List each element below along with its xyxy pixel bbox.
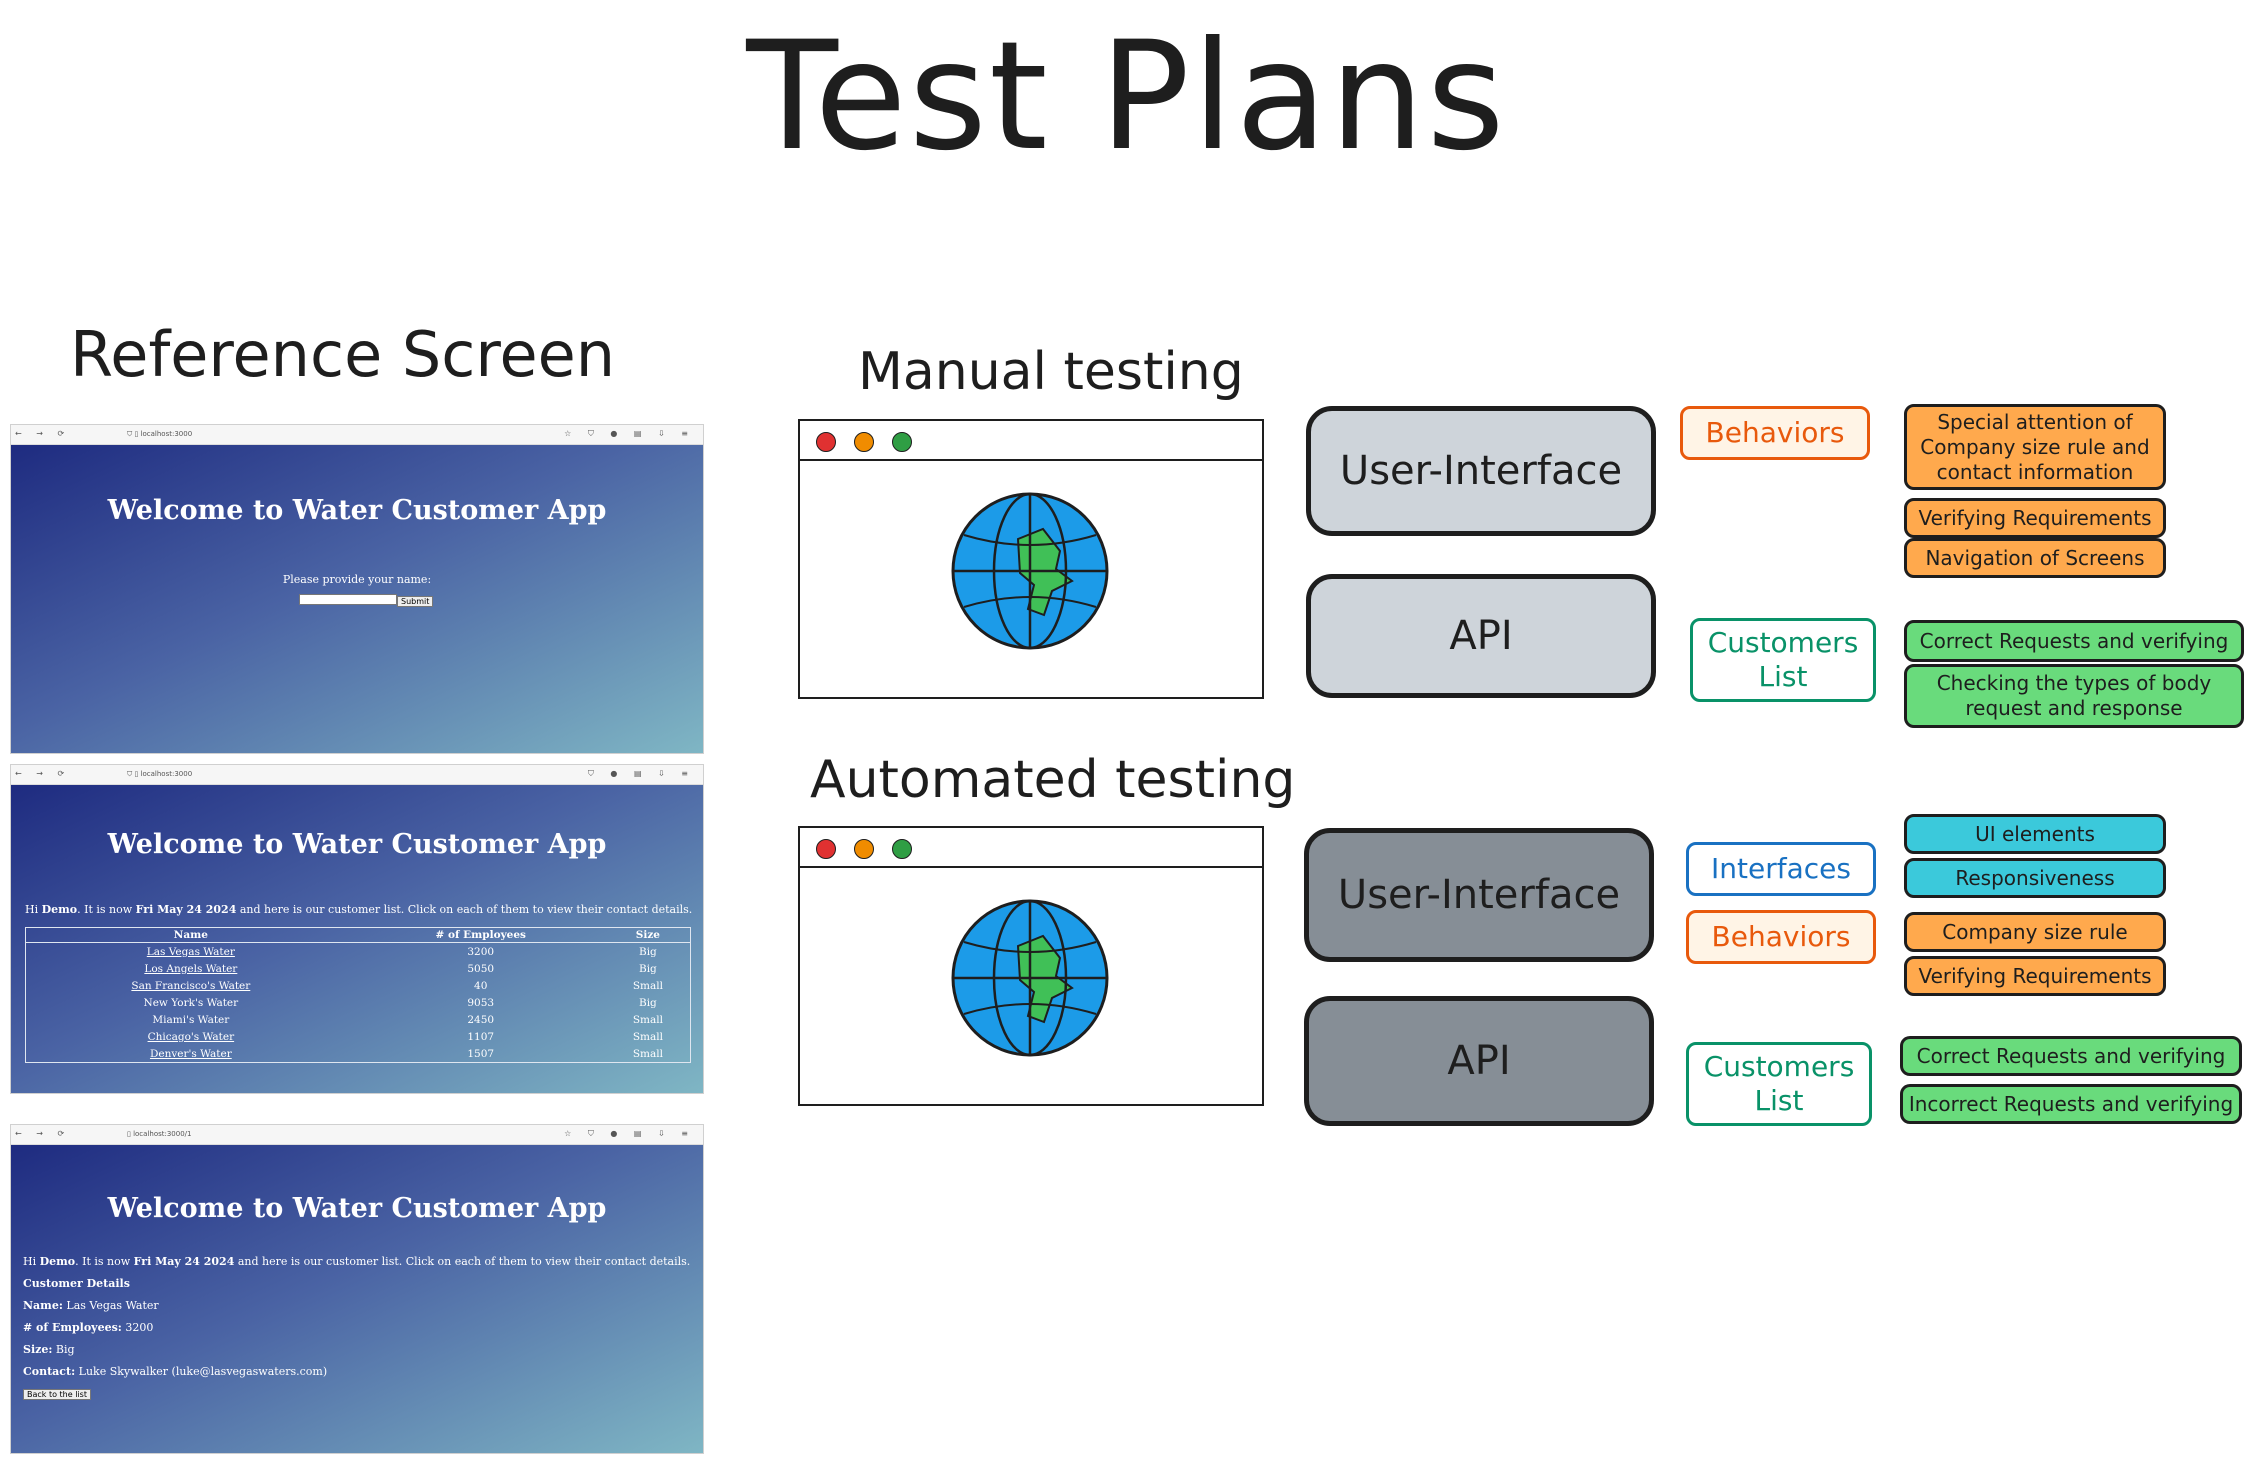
- address-bar: ⛉ ▯ localhost:3000: [127, 430, 193, 438]
- employees-cell: 2450: [467, 1013, 495, 1026]
- manual-behaviors-tag: Behaviors: [1680, 406, 1870, 460]
- manual-behavior-item: Verifying Requirements: [1904, 498, 2166, 538]
- app-title: Welcome to Water Customer App: [107, 495, 607, 526]
- automated-interfaces-tag: Interfaces: [1686, 842, 1876, 896]
- customer-link[interactable]: Las Vegas Water: [146, 945, 235, 958]
- reference-heading: Reference Screen: [70, 318, 616, 391]
- submit-button[interactable]: Submit: [397, 596, 434, 607]
- automated-api-box: API: [1304, 996, 1654, 1126]
- table-row: Denver's Water 1507 Small: [26, 1045, 691, 1063]
- browser-toolbar: ← → ⟳ ▯ localhost:3000/1 ☆ ⛉ ● ▤ ⇩ ≡: [11, 1125, 703, 1145]
- detail-contact: Luke Skywalker (luke@lasvegaswaters.com): [75, 1365, 328, 1378]
- back-to-list-button[interactable]: Back to the list: [23, 1389, 91, 1400]
- size-cell: Big: [638, 945, 657, 958]
- size-cell: Small: [632, 1047, 663, 1060]
- name-input[interactable]: [299, 594, 397, 605]
- details-heading: Customer Details: [23, 1277, 130, 1290]
- maximize-dot-icon: [892, 839, 912, 859]
- table-row: Los Angels Water 5050 Big: [26, 960, 691, 977]
- greeting-text: Hi Demo. It is now Fri May 24 2024 and h…: [25, 903, 693, 916]
- globe-icon: [951, 492, 1109, 650]
- size-cell: Big: [638, 996, 657, 1009]
- customer-link[interactable]: Los Angels Water: [144, 962, 238, 975]
- customer-details: Hi Demo. It is now Fri May 24 2024 and h…: [23, 1251, 690, 1406]
- manual-heading: Manual testing: [858, 342, 1244, 402]
- size-cell: Small: [632, 1013, 663, 1026]
- close-dot-icon: [816, 839, 836, 859]
- employees-cell: 3200: [467, 945, 495, 958]
- minimize-dot-icon: [854, 432, 874, 452]
- customer-link[interactable]: Chicago's Water: [147, 1030, 235, 1043]
- diagram-title: Test Plans: [746, 10, 1507, 184]
- size-cell: Small: [632, 1030, 663, 1043]
- detail-employees: 3200: [121, 1321, 154, 1334]
- employees-cell: 1107: [467, 1030, 495, 1043]
- reference-screenshot-list: ← → ⟳ ⛉ ▯ localhost:3000 ⛉ ● ▤ ⇩ ≡ Welco…: [10, 764, 704, 1094]
- table-row: New York's Water 9053 Big: [26, 994, 691, 1011]
- toolbar-icons: ☆ ⛉ ● ▤ ⇩ ≡: [564, 429, 695, 438]
- browser-wireframe-automated: [798, 826, 1264, 1106]
- manual-behavior-item: Navigation of Screens: [1904, 538, 2166, 578]
- employees-cell: 40: [474, 979, 488, 992]
- maximize-dot-icon: [892, 432, 912, 452]
- nav-arrows-icon: ← → ⟳: [15, 429, 71, 438]
- table-row: Chicago's Water 1107 Small: [26, 1028, 691, 1045]
- automated-behaviors-tag: Behaviors: [1686, 910, 1876, 964]
- table-row: San Francisco's Water 40 Small: [26, 977, 691, 994]
- customer-link[interactable]: San Francisco's Water: [131, 979, 251, 992]
- employees-cell: 5050: [467, 962, 495, 975]
- employees-cell: 9053: [467, 996, 495, 1009]
- address-bar: ⛉ ▯ localhost:3000: [127, 770, 193, 778]
- col-header-name: Name: [25, 927, 356, 943]
- automated-behavior-item: Verifying Requirements: [1904, 956, 2166, 996]
- browser-wireframe-manual: [798, 419, 1264, 699]
- table-row: Miami's Water 2450 Small: [26, 1011, 691, 1028]
- automated-heading: Automated testing: [810, 750, 1296, 810]
- app-title: Welcome to Water Customer App: [107, 1193, 607, 1224]
- minimize-dot-icon: [854, 839, 874, 859]
- close-dot-icon: [816, 432, 836, 452]
- automated-interface-item: UI elements: [1904, 814, 2166, 854]
- automated-ui-box: User-Interface: [1304, 828, 1654, 962]
- greeting-text: Hi Demo. It is now Fri May 24 2024 and h…: [23, 1255, 691, 1268]
- manual-api-box: API: [1306, 574, 1656, 698]
- employees-cell: 1507: [467, 1047, 495, 1060]
- globe-icon: [951, 899, 1109, 1057]
- size-cell: Big: [638, 962, 657, 975]
- reference-screenshot-details: ← → ⟳ ▯ localhost:3000/1 ☆ ⛉ ● ▤ ⇩ ≡ Wel…: [10, 1124, 704, 1454]
- manual-api-item: Checking the types of body request and r…: [1904, 664, 2244, 728]
- col-header-employees: # of Employees: [355, 927, 606, 943]
- name-prompt: Please provide your name:: [282, 573, 432, 586]
- table-row: Las Vegas Water 3200 Big: [26, 943, 691, 961]
- customer-table: Name # of Employees Size Las Vegas Water…: [25, 927, 691, 1063]
- detail-size: Big: [52, 1343, 75, 1356]
- reference-screenshot-login: ← → ⟳ ⛉ ▯ localhost:3000 ☆ ⛉ ● ▤ ⇩ ≡ Wel…: [10, 424, 704, 754]
- address-bar: ▯ localhost:3000/1: [127, 1130, 192, 1138]
- app-title: Welcome to Water Customer App: [107, 829, 607, 860]
- manual-api-item: Correct Requests and verifying: [1904, 620, 2244, 662]
- automated-interface-item: Responsiveness: [1904, 858, 2166, 898]
- automated-behavior-item: Company size rule: [1904, 912, 2166, 952]
- detail-name: Las Vegas Water: [62, 1299, 159, 1312]
- browser-toolbar: ← → ⟳ ⛉ ▯ localhost:3000 ⛉ ● ▤ ⇩ ≡: [11, 765, 703, 785]
- size-cell: Small: [632, 979, 663, 992]
- toolbar-icons: ⛉ ● ▤ ⇩ ≡: [587, 769, 695, 778]
- col-header-size: Size: [605, 927, 691, 943]
- customer-name: New York's Water: [143, 996, 239, 1009]
- nav-arrows-icon: ← → ⟳: [15, 1129, 71, 1138]
- toolbar-icons: ☆ ⛉ ● ▤ ⇩ ≡: [564, 1129, 695, 1138]
- manual-behavior-item: Special attention of Company size rule a…: [1904, 404, 2166, 490]
- automated-api-item: Incorrect Requests and verifying: [1900, 1084, 2242, 1124]
- automated-api-item: Correct Requests and verifying: [1900, 1036, 2242, 1076]
- manual-ui-box: User-Interface: [1306, 406, 1656, 536]
- customer-link[interactable]: Denver's Water: [149, 1047, 232, 1060]
- customer-name: Miami's Water: [152, 1013, 230, 1026]
- browser-toolbar: ← → ⟳ ⛉ ▯ localhost:3000 ☆ ⛉ ● ▤ ⇩ ≡: [11, 425, 703, 445]
- nav-arrows-icon: ← → ⟳: [15, 769, 71, 778]
